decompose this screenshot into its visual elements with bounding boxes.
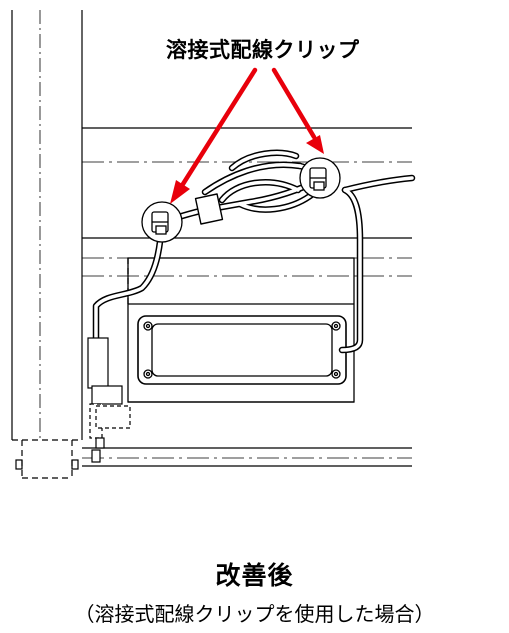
connector-block [87, 337, 131, 463]
caption-subtitle: （溶接式配線クリップを使用した場合） [74, 602, 435, 626]
left-post [11, 10, 83, 479]
wiring-clip-right [299, 157, 341, 199]
wiring-cable [92, 149, 416, 400]
clip-callout-label: 溶接式配線クリップ [166, 38, 360, 62]
caption-title: 改善後 [215, 561, 294, 590]
arrowhead-left [170, 180, 190, 204]
arrow-to-left-clip [180, 67, 258, 187]
arrowhead-right [306, 135, 324, 154]
wiring-clip-left [141, 201, 183, 243]
callout-arrows [180, 67, 317, 187]
arrow-to-right-clip [271, 67, 317, 140]
arrowheads [170, 135, 324, 204]
equipment-box [127, 257, 355, 403]
equipment-drawing [11, 10, 416, 479]
